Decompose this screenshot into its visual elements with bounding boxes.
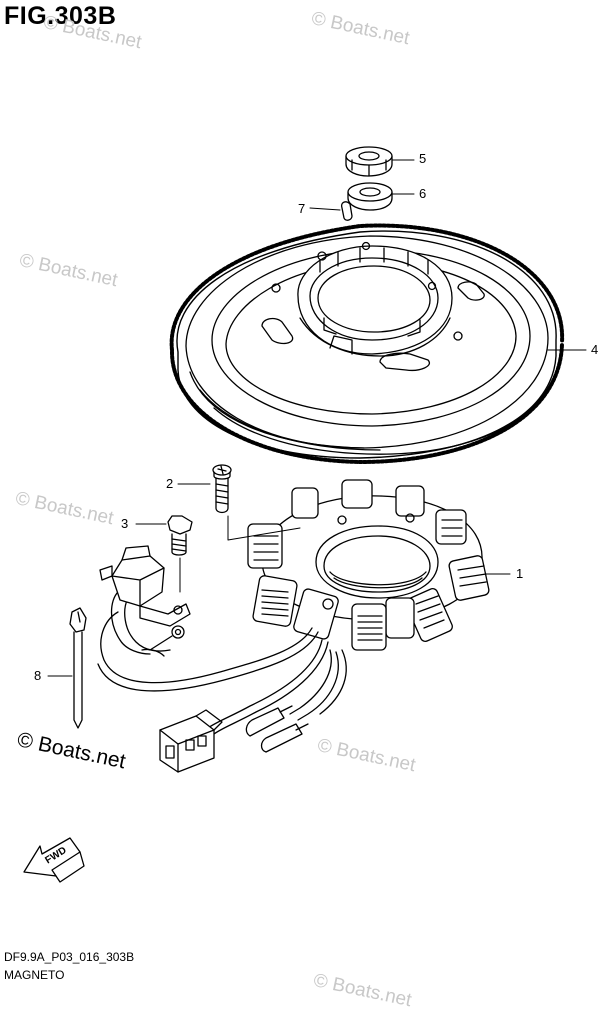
magneto-diagram: FWD (23, 146, 587, 883)
callout-3: 3 (121, 516, 129, 531)
fwd-arrow (23, 837, 85, 883)
callout-4: 4 (591, 342, 599, 357)
cable-tie (69, 607, 87, 729)
figure-caption: MAGNETO (4, 968, 65, 982)
stator (247, 479, 490, 651)
flywheel (169, 223, 565, 464)
callout-5: 5 (419, 151, 427, 166)
callout-1: 1 (516, 566, 524, 581)
callout-8: 8 (34, 668, 42, 683)
callout-7: 7 (298, 201, 306, 216)
nut (345, 146, 393, 177)
callout-2: 2 (166, 476, 174, 491)
leader-lines (47, 159, 587, 677)
wire-coupler (159, 709, 223, 773)
figure-title: FIG.303B (4, 2, 117, 30)
wire-harness (97, 591, 347, 753)
bolt (167, 515, 193, 556)
woodruff-key (340, 201, 353, 221)
figure-code: DF9.9A_P03_016_303B (4, 950, 135, 964)
connector-cap (99, 545, 191, 651)
washer (347, 182, 393, 211)
callout-6: 6 (419, 186, 427, 201)
screw (212, 464, 232, 514)
